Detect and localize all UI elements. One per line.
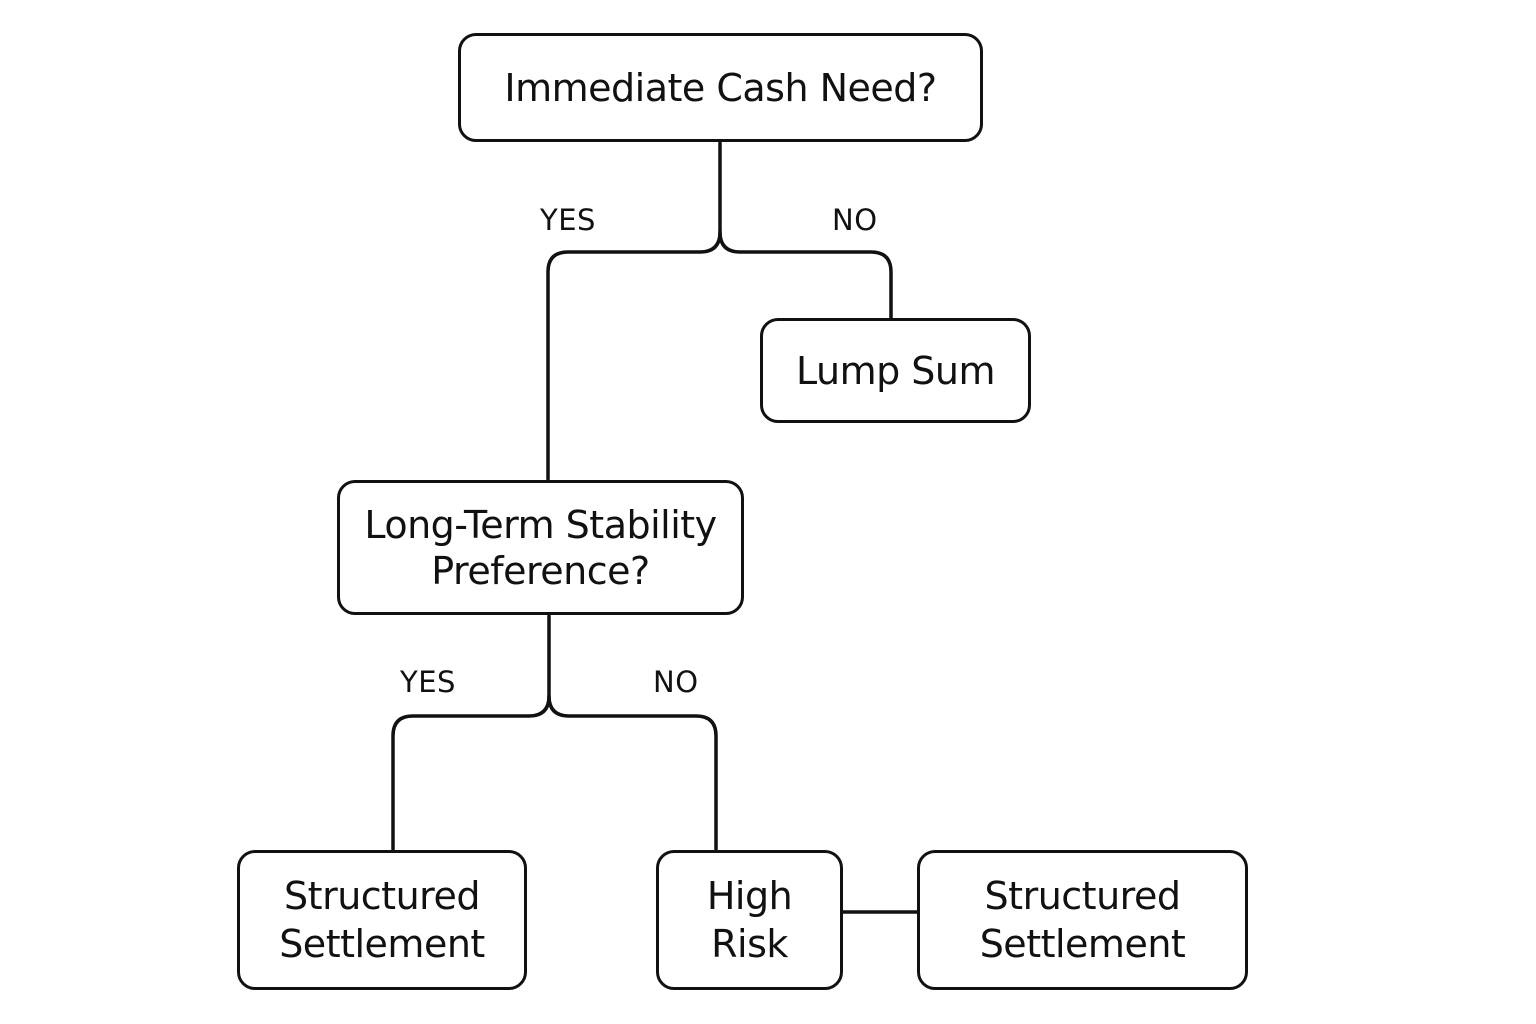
node-label-line: Long-Term Stability xyxy=(364,502,717,547)
node-label-line: Risk xyxy=(711,922,788,966)
outcome-structured-settlement: Structured Settlement xyxy=(237,850,527,990)
outcome-lump-sum: Lump Sum xyxy=(760,318,1031,423)
decision-long-term-stability: Long-Term Stability Preference? xyxy=(337,480,744,615)
node-label-line: Structured xyxy=(984,874,1181,918)
edge-root-no xyxy=(718,230,893,320)
outcome-high-risk: High Risk xyxy=(656,850,843,990)
edge-label-no: NO xyxy=(832,203,878,237)
edge-label-yes: YES xyxy=(540,203,596,237)
decision-immediate-cash-need: Immediate Cash Need? xyxy=(458,33,983,142)
outcome-structured-settlement-alt: Structured Settlement xyxy=(917,850,1248,990)
node-label-line: High xyxy=(706,874,793,918)
edge-stability-yes xyxy=(391,614,551,851)
edge-root-yes xyxy=(546,141,722,481)
edge-label-no: NO xyxy=(653,665,699,699)
node-label-line: Lump Sum xyxy=(795,348,996,393)
node-label-line: Settlement xyxy=(279,922,485,966)
node-label-line: Settlement xyxy=(979,922,1186,966)
node-label-line: Immediate Cash Need? xyxy=(504,65,937,110)
edge-stability-no xyxy=(547,694,718,851)
edge-label-yes: YES xyxy=(400,665,456,699)
node-label-line: Structured xyxy=(284,874,480,918)
node-label-line: Preference? xyxy=(431,548,650,593)
